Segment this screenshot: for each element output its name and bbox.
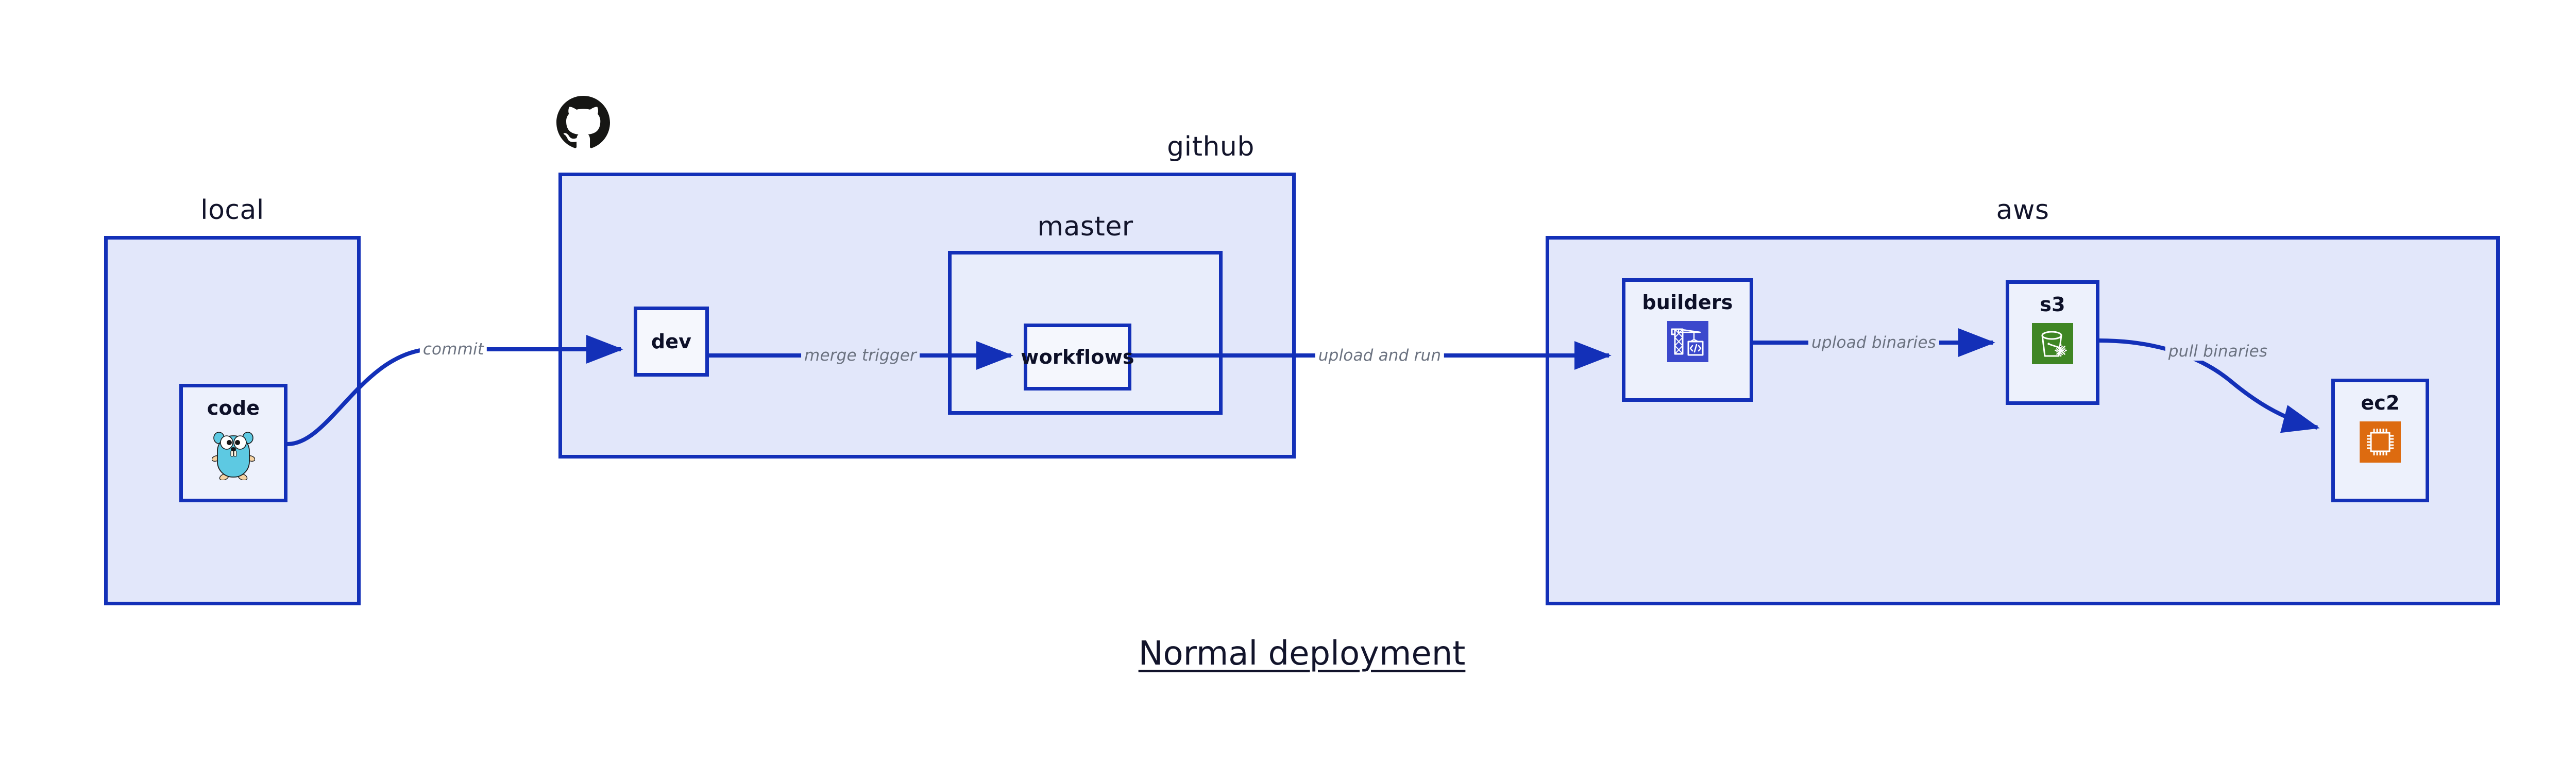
node-label-ec2: ec2 [2361, 392, 2400, 414]
diagram-title: Normal deployment [1138, 635, 1466, 673]
github-octocat-logo [556, 96, 610, 149]
node-box-dev[interactable]: dev [634, 307, 709, 377]
edge-label-upload-and-run: upload and run [1315, 346, 1445, 365]
node-label-dev: dev [651, 330, 692, 353]
node-box-ec2[interactable]: ec2 [2331, 379, 2429, 502]
aws-ec2-icon [2360, 421, 2401, 463]
aws-builders-icon [1667, 321, 1708, 362]
node-label-builders: builders [1642, 291, 1733, 314]
node-box-builders[interactable]: builders [1622, 278, 1753, 402]
node-label-workflows: workflows [1021, 346, 1134, 368]
edge-label-upload-binaries: upload binaries [1808, 333, 1939, 352]
node-box-workflows[interactable]: workflows [1021, 324, 1134, 390]
aws-s3-icon [2032, 323, 2073, 364]
group-label-github: github [1167, 131, 1255, 162]
node-label-s3: s3 [2040, 293, 2065, 316]
edge-label-commit: commit [419, 340, 487, 359]
go-gopher-icon [211, 427, 256, 481]
node-label-code: code [207, 397, 260, 419]
node-box-s3[interactable]: s3 [2006, 280, 2099, 405]
group-label-aws: aws [1996, 195, 2049, 226]
node-box-code[interactable]: code [179, 384, 287, 502]
edge-label-pull-binaries: pull binaries [2165, 342, 2271, 361]
group-label-local: local [200, 195, 264, 226]
group-label-master: master [1037, 211, 1133, 242]
edge-label-merge-trigger: merge trigger [801, 346, 920, 365]
